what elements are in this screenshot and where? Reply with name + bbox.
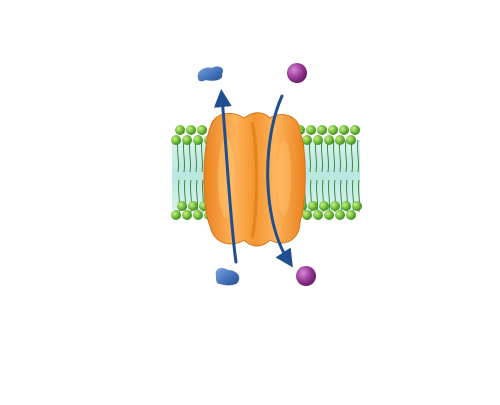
lipid-head: [188, 201, 198, 211]
lipid-head: [346, 210, 356, 220]
lipid-head: [175, 125, 185, 135]
lipid-tail: [339, 179, 343, 213]
lipid-head: [330, 201, 340, 211]
lipid-head: [350, 125, 360, 135]
protein-channel-divider: [250, 121, 258, 239]
lipid-head: [306, 125, 316, 135]
lipid-head: [182, 135, 192, 145]
lipid-head: [171, 135, 181, 145]
lipid-head: [197, 125, 207, 135]
transporter-protein: [203, 112, 306, 247]
lipid-head: [319, 201, 329, 211]
lipid-head: [186, 125, 196, 135]
lipid-head: [341, 201, 351, 211]
lipid-head: [324, 210, 334, 220]
lipid-head: [346, 135, 356, 145]
lipid-tail: [332, 139, 336, 173]
lipid-head: [335, 210, 345, 220]
lipid-head: [193, 210, 203, 220]
lipid-head: [317, 125, 327, 135]
protein-highlight-right: [277, 140, 291, 216]
lipid-tail: [315, 179, 319, 213]
lipid-head: [313, 135, 323, 145]
lipid-tail: [195, 179, 199, 213]
lipid-head: [182, 210, 192, 220]
lipid-head: [313, 210, 323, 220]
lipid-tail: [356, 139, 360, 173]
lipid-tail: [327, 179, 331, 213]
blue-solute-icon: [197, 66, 224, 82]
lipid-head: [193, 135, 203, 145]
blue-solute-icon: [215, 268, 240, 286]
lipid-head: [328, 125, 338, 135]
lipid-head: [352, 201, 362, 211]
lipid-tail: [344, 139, 348, 173]
arrow-up-curved-icon: [213, 89, 238, 264]
purple-solute-icon: [296, 266, 316, 286]
purple-solute-icon: [287, 63, 307, 83]
lipid-head: [308, 201, 318, 211]
lipid-head: [335, 135, 345, 145]
lipid-head: [302, 135, 312, 145]
lipid-head: [339, 125, 349, 135]
lipid-head: [302, 210, 312, 220]
lipid-head: [324, 135, 334, 145]
lipid-head: [171, 210, 181, 220]
lipid-head: [177, 201, 187, 211]
arrow-down-curved-icon: [266, 94, 293, 268]
